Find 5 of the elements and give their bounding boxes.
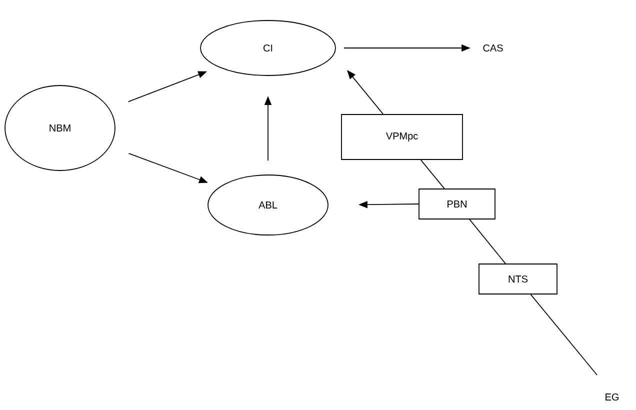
region-label: CAS bbox=[483, 44, 503, 52]
nucleus-box: PBN bbox=[418, 188, 496, 220]
nucleus-box: NTS bbox=[478, 264, 558, 294]
nucleus-box: VPMpc bbox=[341, 114, 463, 160]
region-label: EG bbox=[606, 393, 618, 401]
